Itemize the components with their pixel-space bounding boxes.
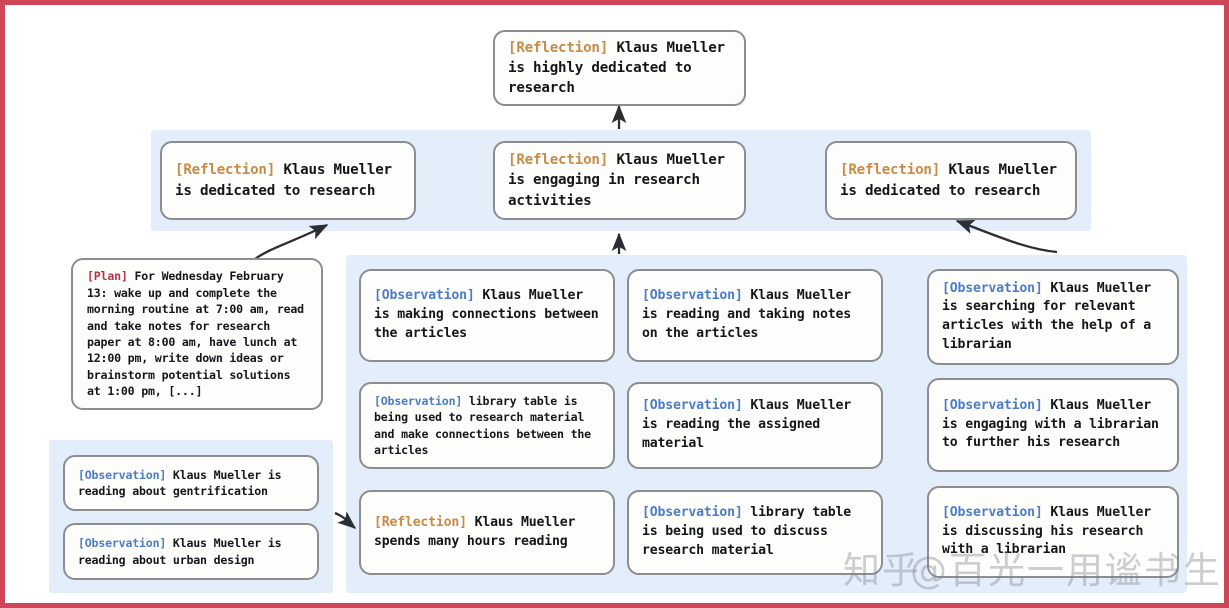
tag-observation: [Observation] xyxy=(642,505,743,521)
observation-node-library-table-connections[interactable]: [Observation] library table is being use… xyxy=(359,382,615,469)
tag-observation: [Observation] xyxy=(78,536,167,551)
observation-node-discussing-librarian[interactable]: [Observation] Klaus Mueller is discussin… xyxy=(927,486,1179,578)
watermark-author: @百光一用谧书生 xyxy=(910,549,1222,592)
tag-reflection: [Reflection] xyxy=(508,39,609,56)
reflection-node-middle[interactable]: [Reflection] Klaus Mueller is engaging i… xyxy=(493,141,746,220)
reflection-right-text: Klaus Mueller is dedicated to research xyxy=(840,162,1066,199)
plan-node[interactable]: [Plan] For Wednesday February 13: wake u… xyxy=(71,258,323,410)
reflection-node-left[interactable]: [Reflection] Klaus Mueller is dedicated … xyxy=(160,141,416,220)
observation-node-urban-design[interactable]: [Observation] Klaus Mueller is reading a… xyxy=(63,523,319,580)
tag-observation: [Observation] xyxy=(942,397,1043,413)
reflection-left-text: Klaus Mueller is dedicated to research xyxy=(175,162,401,199)
tag-observation: [Observation] xyxy=(642,288,743,304)
tag-observation: [Observation] xyxy=(78,467,167,482)
observation-node-discuss-research-material[interactable]: [Observation] library table is being use… xyxy=(627,490,883,575)
root-reflection-node[interactable]: [Reflection] Klaus Mueller is highly ded… xyxy=(493,30,746,106)
observation-engaging-librarian-text: Klaus Mueller is engaging with a librari… xyxy=(942,397,1167,451)
reflection-hours-reading-text: Klaus Mueller spends many hours reading xyxy=(374,514,583,549)
observation-node-connections[interactable]: [Observation] Klaus Mueller is making co… xyxy=(359,269,615,362)
observation-node-reading-taking-notes[interactable]: [Observation] Klaus Mueller is reading a… xyxy=(627,269,883,362)
observation-gentrification-text: Klaus Mueller is reading about gentrific… xyxy=(78,467,289,498)
observation-node-engaging-librarian[interactable]: [Observation] Klaus Mueller is engaging … xyxy=(927,378,1179,472)
observation-discuss-research-material-text: library table is being used to discuss r… xyxy=(642,505,859,558)
tag-observation: [Observation] xyxy=(642,398,743,414)
tag-reflection: [Reflection] xyxy=(175,162,276,179)
reflection-middle-text: Klaus Mueller is engaging in research ac… xyxy=(508,152,734,209)
tag-reflection: [Reflection] xyxy=(508,152,609,169)
tag-observation: [Observation] xyxy=(374,393,463,408)
tag-reflection: [Reflection] xyxy=(840,162,941,179)
observation-discussing-librarian-text: Klaus Mueller is discussing his research… xyxy=(942,504,1159,558)
watermark-zhihu: 知乎 xyxy=(843,549,921,592)
observation-library-table-connections-text: library table is being used to research … xyxy=(374,393,598,457)
reflection-node-hours-reading[interactable]: [Reflection] Klaus Mueller spends many h… xyxy=(359,490,615,575)
plan-text: For Wednesday February 13: wake up and c… xyxy=(87,269,311,399)
tag-observation: [Observation] xyxy=(374,288,475,304)
reflection-node-right[interactable]: [Reflection] Klaus Mueller is dedicated … xyxy=(825,141,1077,220)
observation-connections-text: Klaus Mueller is making connections betw… xyxy=(374,288,607,341)
observation-searching-articles-text: Klaus Mueller is searching for relevant … xyxy=(942,280,1159,352)
tag-observation: [Observation] xyxy=(942,280,1043,296)
observation-assigned-material-text: Klaus Mueller is reading the assigned ma… xyxy=(642,398,859,451)
observation-node-gentrification[interactable]: [Observation] Klaus Mueller is reading a… xyxy=(63,455,319,511)
observation-node-assigned-material[interactable]: [Observation] Klaus Mueller is reading t… xyxy=(627,382,883,469)
observation-node-searching-articles[interactable]: [Observation] Klaus Mueller is searching… xyxy=(927,269,1179,365)
observation-reading-taking-notes-text: Klaus Mueller is reading and taking note… xyxy=(642,288,859,341)
tag-reflection: [Reflection] xyxy=(374,514,467,530)
tag-observation: [Observation] xyxy=(942,504,1043,520)
tag-plan: [Plan] xyxy=(87,269,128,284)
observation-urban-design-text: Klaus Mueller is reading about urban des… xyxy=(78,536,289,567)
root-reflection-text: Klaus Mueller is highly dedicated to res… xyxy=(508,39,734,97)
